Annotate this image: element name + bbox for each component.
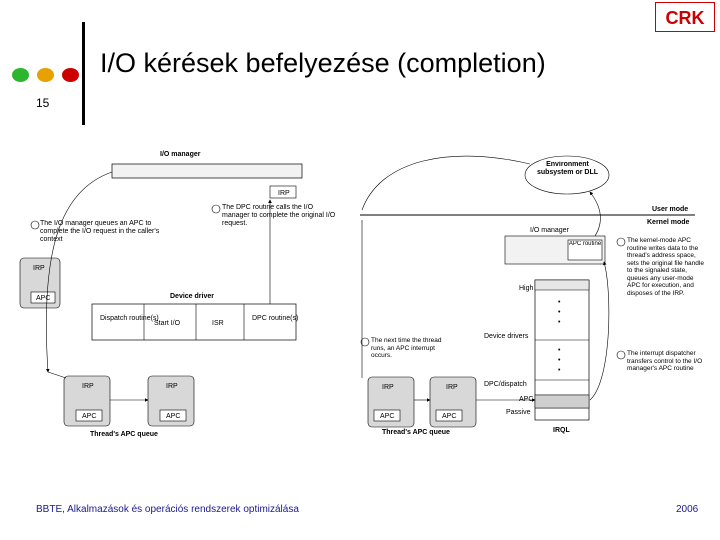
irql-dot-2: • — [558, 309, 561, 316]
step4-text: The kernel-mode APC routine writes data … — [627, 237, 704, 297]
queued-apc-label: APC — [36, 295, 50, 302]
irp-box — [269, 185, 297, 199]
title-divider — [82, 22, 85, 125]
apc-queue-apc-2: APC — [166, 413, 180, 420]
user-mode-label: User mode — [652, 206, 688, 213]
slide-title: I/O kérések befelyezése (completion) — [100, 48, 546, 78]
isr-label: ISR — [212, 320, 224, 327]
irql-dot-1: • — [558, 299, 561, 306]
irql-passive-label: Passive — [506, 409, 531, 416]
kernel-mode-label: Kernel mode — [647, 219, 690, 226]
env-subsystem-label: Environment subsystem or DLL — [536, 161, 599, 176]
queued-irp-label: IRP — [33, 265, 45, 272]
step1-marker — [211, 204, 221, 214]
irql-dot-3: • — [558, 319, 561, 326]
right-apc-queue-apc-2: APC — [442, 413, 456, 420]
step5-marker — [616, 350, 626, 360]
right-io-manager-label: I/O manager — [530, 227, 570, 234]
step3-marker — [360, 337, 370, 347]
irql-dpc-dispatch-label: DPC/dispatch — [484, 381, 527, 388]
step2-marker — [30, 220, 40, 230]
irp-label: IRP — [278, 190, 290, 197]
step2-text: The I/O manager queues an APC to complet… — [40, 220, 160, 243]
step1-text: The DPC routine calls the I/O manager to… — [222, 204, 336, 227]
green-dot-icon — [12, 68, 29, 82]
right-apc-queue-irp-2: IRP — [446, 384, 458, 391]
irql-device-drivers-label: Device drivers — [484, 333, 529, 340]
step4-marker — [616, 237, 626, 247]
step5-text: The interrupt dispatcher transfers contr… — [627, 350, 703, 372]
left-diagram: I/O manager IRP The DPC routine calls th… — [19, 151, 336, 438]
dpc-routine-label: DPC routine(s) — [252, 315, 298, 322]
irql-dot-6: • — [558, 367, 561, 374]
slide-number: 15 — [36, 96, 50, 110]
env-subsystem-ellipse — [524, 155, 610, 195]
irql-axis-label: IRQL — [553, 427, 570, 434]
apc-routine-box — [567, 239, 603, 261]
red-dot-icon — [62, 68, 79, 82]
step3-text: The next time the thread runs, an APC in… — [371, 337, 442, 359]
footer-year: 2006 — [676, 504, 699, 515]
queued-apc-box — [30, 291, 56, 304]
apc-queue-irp-1: IRP — [82, 383, 94, 390]
dispatch-routine-label: Dispatch routine(s) — [100, 315, 159, 322]
right-thread-apc-queue-label: Thread's APC queue — [382, 429, 450, 436]
irql-high-label: High — [519, 285, 534, 292]
io-manager-box — [111, 163, 303, 179]
irql-dot-4: • — [558, 347, 561, 354]
orange-dot-icon — [37, 68, 54, 82]
apc-queue-apc-box-2 — [159, 409, 187, 422]
io-manager-label: I/O manager — [160, 151, 201, 158]
right-apc-queue-apc-1: APC — [380, 413, 394, 420]
apc-routine-label: APC routine — [568, 241, 602, 247]
apc-queue-apc-1: APC — [82, 413, 96, 420]
apc-queue-apc-box-1 — [75, 409, 103, 422]
crk-badge: CRK — [655, 2, 715, 32]
apc-queue-irp-2: IRP — [166, 383, 178, 390]
device-driver-box — [91, 303, 297, 341]
left-thread-apc-queue-label: Thread's APC queue — [90, 431, 158, 438]
irql-dot-5: • — [558, 357, 561, 364]
right-apc-queue-irp-1: IRP — [382, 384, 394, 391]
irql-apc-label: APC — [519, 396, 533, 403]
device-driver-label: Device driver — [170, 293, 214, 300]
start-io-label: Start I/O — [154, 320, 181, 327]
right-diagram: Environment subsystem or DLL User mode K… — [360, 155, 704, 436]
footer-institution: BBTE, Alkalmazások és operációs rendszer… — [36, 504, 299, 515]
